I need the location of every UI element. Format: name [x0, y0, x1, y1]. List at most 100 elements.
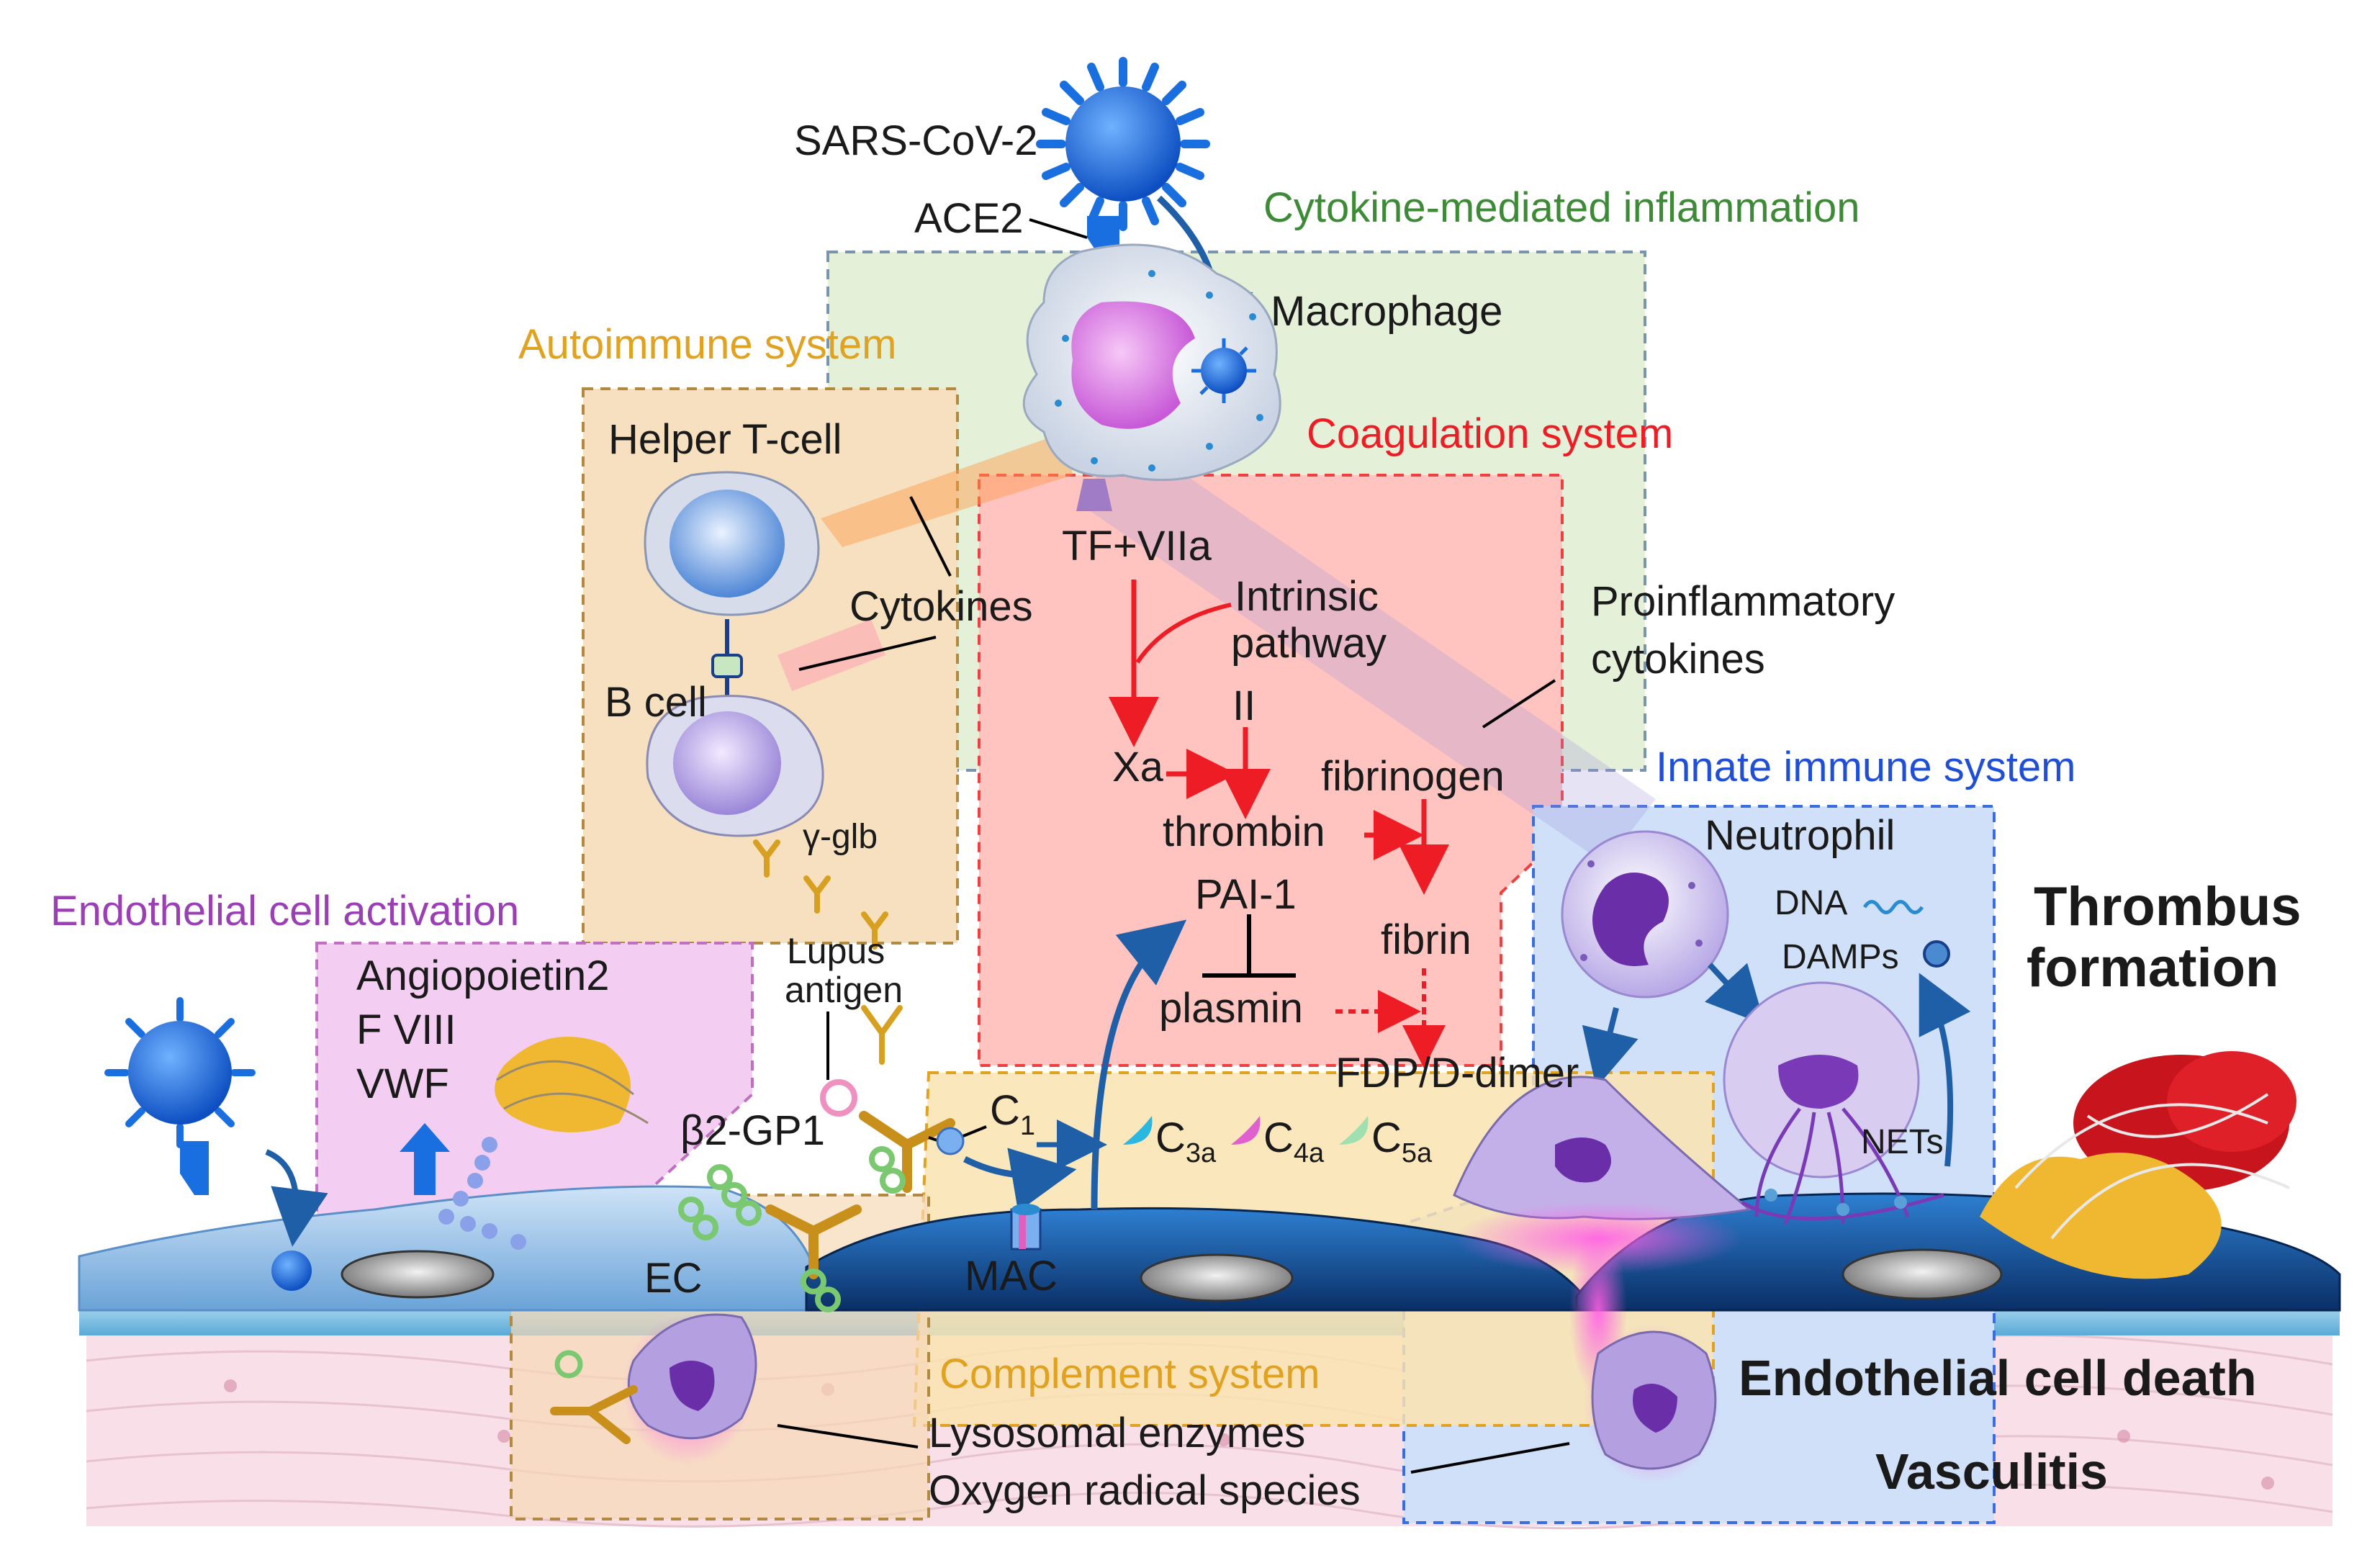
coag-title: Coagulation system [1307, 410, 1673, 457]
lysosomal-pointer-left [777, 1424, 919, 1448]
plasmin-label: plasmin [1159, 985, 1303, 1032]
dna-label: DNA [1775, 884, 1847, 922]
mac-to-pai1-arrow [1091, 919, 1187, 1210]
mac-icon [1010, 1204, 1042, 1251]
damps-icon [1923, 940, 1950, 968]
intrinsic-label-2: pathway [1231, 620, 1387, 667]
b-cell [646, 695, 824, 837]
c4a-icon [1231, 1116, 1261, 1145]
vasculitis-label: Vasculitis [1875, 1443, 2108, 1500]
innate-title: Innate immune system [1656, 744, 2075, 790]
complement-title: Complement system [939, 1351, 1320, 1397]
c5a-label: C5a [1371, 1114, 1433, 1168]
neutrophil-label: Neutrophil [1705, 812, 1895, 859]
vwf-label: VWF [356, 1060, 449, 1107]
nets-arrow [1919, 973, 1971, 1167]
neutrophil-arrow-1 [1582, 1007, 1638, 1089]
macrophage-label: Macrophage [1271, 288, 1502, 335]
lupus-label-2: antigen [785, 970, 903, 1010]
lower-neutrophil-right [1584, 1325, 1721, 1483]
factor-ii-label: II [1232, 682, 1256, 729]
ec-nucleus-1 [341, 1250, 495, 1299]
virus-entry-arrow-left [265, 1149, 328, 1247]
neutrophil-arrow-2 [1705, 963, 1765, 1025]
lysosomal-pointer-right [1410, 1442, 1570, 1474]
coag-box [978, 474, 1564, 1067]
c1-arrow [963, 1148, 1077, 1212]
fibrin-label: fibrin [1381, 916, 1471, 963]
ace2-receptor-left [180, 1141, 209, 1195]
autoimmune-title: Autoimmune system [518, 321, 896, 368]
c5a-icon [1339, 1116, 1369, 1145]
ec-nucleus-2 [1140, 1253, 1294, 1302]
virus-left-icon [104, 997, 256, 1148]
mac-label: MAC [965, 1253, 1058, 1299]
autoimmune-box [582, 387, 959, 945]
macrophage-cell [1022, 243, 1281, 511]
proinflam-label-1: Proinflammatory [1591, 578, 1895, 625]
thrombus-clot [1980, 1051, 2296, 1279]
proinflam-pointer [1482, 679, 1556, 729]
antibody-icons [753, 839, 903, 1065]
b2gp1-chain [678, 1146, 906, 1312]
platelet-cluster [495, 1037, 649, 1132]
xa-label: Xa [1112, 744, 1164, 790]
sars-label: SARS-CoV-2 [794, 117, 1037, 164]
cytokine-flow-pink [777, 619, 885, 691]
lower-neutrophil-left [623, 1313, 757, 1465]
cytokines-pointer-1 [909, 496, 952, 577]
vwf-chain [438, 1137, 526, 1250]
intrinsic-arrow [1135, 603, 1232, 664]
macrophage-virus-icon [1191, 338, 1256, 403]
tf-viia-label: TF+VIIa [1062, 523, 1212, 569]
nets-label: NETs [1861, 1123, 1944, 1161]
c1-label: C1 [990, 1087, 1035, 1141]
damps-label: DAMPs [1782, 938, 1899, 976]
c1-pointer [963, 1125, 987, 1137]
antigen-lower [554, 1350, 583, 1379]
ace2-pointer [1029, 218, 1088, 239]
c3a-icon [1123, 1116, 1153, 1145]
c4a-label: C4a [1263, 1114, 1325, 1168]
c1-icon [936, 1127, 965, 1155]
pai1-label: PAI-1 [1195, 871, 1297, 918]
ec-label: EC [644, 1255, 703, 1302]
thrombin-label: thrombin [1163, 808, 1325, 855]
virus-top-icon [1036, 57, 1210, 231]
cytokine-flow-purple [1080, 432, 1656, 864]
fviii-label: F VIII [356, 1006, 456, 1053]
adherent-neutrophil [1453, 1076, 1752, 1220]
antibody-complex [765, 1111, 955, 1279]
intrinsic-label-1: Intrinsic [1235, 573, 1379, 620]
ec-death-label: Endothelial cell death [1739, 1350, 2257, 1406]
ec-nucleus-3 [1842, 1248, 2003, 1300]
cytokine-title: Cytokine-mediated inflammation [1263, 184, 1860, 231]
ace2-label: ACE2 [914, 195, 1024, 242]
helper-t-cell [644, 471, 820, 616]
cytokine-flow-orange [821, 432, 1073, 547]
thrombus-label-1: Thrombus [2034, 876, 2302, 937]
lysosomal-label: Lysosomal enzymes [929, 1410, 1305, 1456]
neutrophil-cell [1561, 830, 1729, 999]
lupus-label-1: Lupus [787, 931, 885, 971]
thrombus-label-2: formation [2027, 937, 2278, 999]
proinflam-label-2: cytokines [1591, 636, 1765, 682]
ec-virus-icon [271, 1251, 312, 1291]
fibrinogen-label: fibrinogen [1321, 753, 1505, 800]
b-cell-label: B cell [605, 679, 707, 726]
antibody-lower [550, 1385, 638, 1444]
cytokines-pointer-2 [798, 636, 937, 671]
c3a-label: C3a [1155, 1114, 1217, 1168]
cytokines-label: Cytokines [849, 583, 1033, 630]
endo-title: Endothelial cell activation [50, 888, 519, 934]
b2gp1-label: β2-GP1 [680, 1107, 825, 1154]
release-arrow-up [400, 1123, 450, 1195]
helper-t-label: Helper T-cell [608, 416, 842, 463]
fdp-label: FDP/D-dimer [1335, 1050, 1579, 1096]
dna-icon [1862, 900, 1924, 914]
angiopoietin-label: Angiopoietin2 [356, 952, 610, 999]
oxygen-label: Oxygen radical species [929, 1467, 1361, 1514]
lupus-antigen-icon [820, 1079, 857, 1117]
gamma-glb-label: γ-glb [803, 818, 878, 856]
